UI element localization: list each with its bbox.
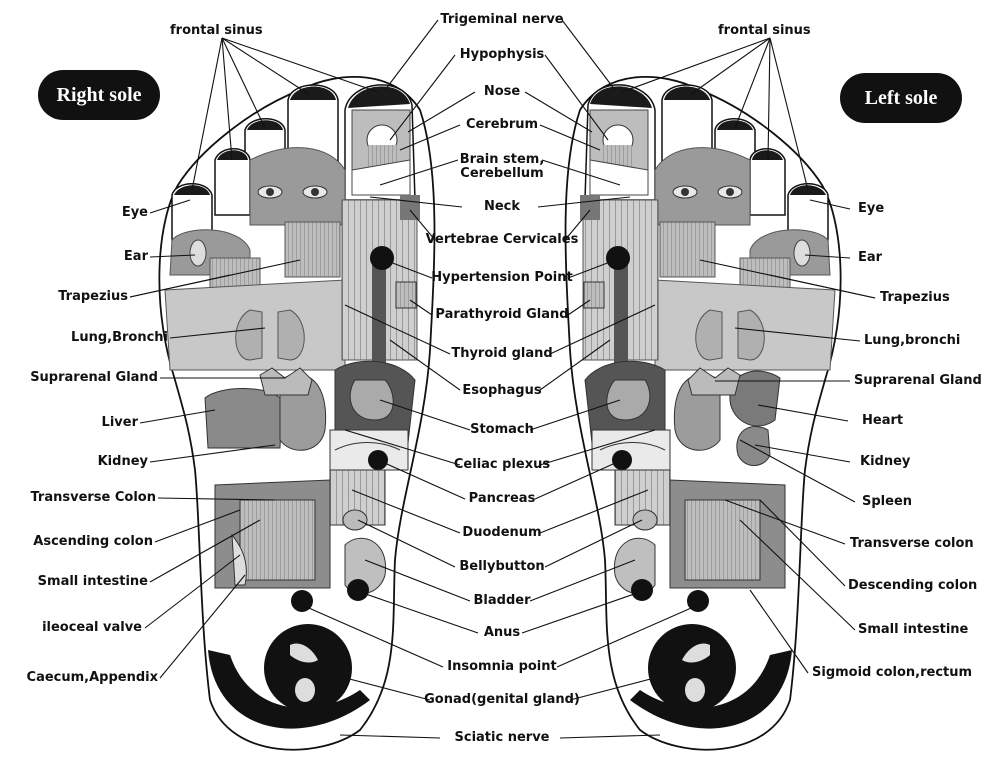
label-hypertension-point: Hypertension Point: [431, 270, 573, 285]
label-bellybutton: Bellybutton: [459, 559, 545, 574]
label-nose: Nose: [483, 84, 521, 99]
label-cerebrum: Cerebrum: [465, 117, 539, 132]
label-right-liver: Liver: [101, 415, 138, 430]
right-sciatic-band: [208, 650, 370, 729]
label-left-lung: Lung,bronchi: [864, 333, 961, 348]
label-left-heart: Heart: [862, 413, 904, 428]
label-thyroid: Thyroid gland: [451, 346, 553, 361]
left-sole: [564, 76, 842, 751]
label-right-ear: Ear: [123, 249, 148, 264]
label-left-sigmoid: Sigmoid colon,rectum: [812, 665, 973, 680]
leader-lines: [129, 19, 876, 739]
right-sole-title: Right sole: [38, 70, 160, 120]
label-right-suprarenal: Suprarenal Gland: [30, 370, 158, 385]
label-right-ascending-colon: Ascending colon: [33, 534, 153, 549]
right-toe-5-cap: [174, 185, 210, 195]
label-right-caecum: Caecum,Appendix: [26, 670, 158, 685]
label-cerebellum: Cerebellum: [460, 166, 544, 181]
label-left-eye: Eye: [858, 201, 885, 216]
label-pancreas: Pancreas: [468, 491, 536, 506]
label-left-kidney: Kidney: [860, 454, 911, 469]
label-left-trapezius: Trapezius: [880, 290, 950, 305]
label-anus: Anus: [483, 625, 521, 640]
label-left-small-intestine: Small intestine: [858, 622, 969, 637]
label-insomnia-point: Insomnia point: [447, 659, 557, 674]
label-left-transverse-colon: Transverse colon: [850, 536, 974, 551]
label-brain-stem: Brain stem,: [459, 152, 545, 167]
label-sciatic-nerve: Sciatic nerve: [454, 730, 550, 745]
label-right-transverse-colon: Transverse Colon: [30, 490, 156, 505]
label-right-kidney: Kidney: [97, 454, 148, 469]
label-neck: Neck: [483, 199, 521, 214]
label-celiac-plexus: Celiac plexus: [453, 457, 551, 472]
label-right-lung: Lung,Bronchi: [71, 330, 168, 345]
label-right-ileocecal-valve: ileoceal valve: [42, 620, 142, 635]
label-left-descending-colon: Descending colon: [848, 578, 978, 593]
label-duodenum: Duodenum: [462, 525, 542, 540]
label-vertebrae: Vertebrae Cervicales: [425, 232, 579, 247]
label-bladder: Bladder: [473, 593, 531, 608]
label-left-spleen: Spleen: [862, 494, 913, 509]
label-hypophysis: Hypophysis: [459, 47, 545, 62]
right-sole: [158, 76, 436, 751]
right-liver: [204, 388, 283, 449]
label-gonad: Gonad(genital gland): [424, 692, 580, 707]
right-toe-3-cap: [247, 120, 283, 130]
right-toe-4-cap: [217, 150, 248, 160]
label-right-small-intestine: Small intestine: [37, 574, 148, 589]
label-left-suprarenal: Suprarenal Gland: [854, 373, 982, 388]
label-esophagus: Esophagus: [462, 383, 542, 398]
label-trigeminal-nerve: Trigeminal nerve: [440, 12, 564, 27]
label-right-trapezius: Trapezius: [58, 289, 128, 304]
label-parathyroid: Parathyroid Gland: [435, 307, 569, 322]
label-stomach: Stomach: [470, 422, 534, 437]
left-sole-title: Left sole: [840, 73, 962, 123]
label-right-eye: Eye: [121, 205, 148, 220]
label-left-frontal-sinus: frontal sinus: [718, 23, 811, 38]
label-right-frontal-sinus: frontal sinus: [170, 23, 263, 38]
right-big-toe-cap: [348, 86, 410, 108]
label-left-ear: Ear: [858, 250, 883, 265]
right-eye-zone: [249, 147, 346, 226]
